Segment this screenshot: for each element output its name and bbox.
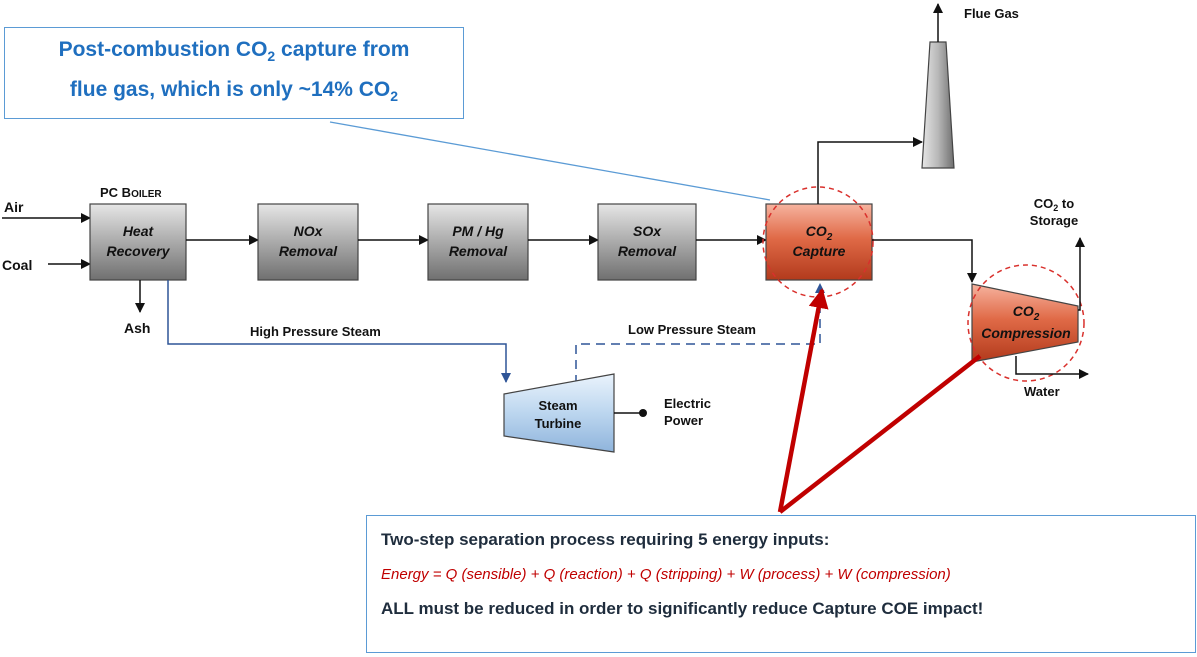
- air-label: Air: [4, 199, 24, 215]
- electric-power-terminal: [639, 409, 647, 417]
- nox-line2: Removal: [279, 243, 338, 259]
- pm-hg-removal-box: [427, 203, 529, 281]
- energy-equation: Energy = Q (sensible) + Q (reaction) + Q…: [381, 566, 951, 583]
- hp-steam-label: High Pressure Steam: [250, 324, 381, 339]
- electric-line2: Power: [664, 413, 703, 428]
- co2-compression-unit: [971, 283, 1079, 363]
- compression-highlight-circle: [967, 264, 1085, 382]
- water-label: Water: [1024, 384, 1060, 399]
- top-callout-line2: flue gas, which is only ~14% CO2: [69, 78, 399, 105]
- top-callout: Post-combustion CO2 capture from flue ga…: [4, 27, 464, 119]
- turbine-line1: Steam: [538, 398, 577, 413]
- flow-arrow-capture-stack: [817, 137, 923, 204]
- bottom-callout-title: Two-step separation process requiring 5 …: [381, 530, 830, 549]
- boiler-title: PC BOILER: [100, 185, 162, 200]
- pm-line1: PM / Hg: [452, 223, 504, 239]
- bottom-callout: Two-step separation process requiring 5 …: [366, 515, 1196, 653]
- compression-line2: Compression: [981, 325, 1070, 341]
- electric-line1: Electric: [664, 396, 711, 411]
- water-arrow: [1015, 356, 1089, 379]
- callout-pointer-line: [329, 121, 771, 201]
- turbine-line2: Turbine: [535, 416, 582, 431]
- steam-turbine: [503, 373, 615, 453]
- capture-line1: CO2: [806, 223, 833, 243]
- storage-arrow: [1075, 237, 1085, 311]
- flue-gas-stack: [921, 41, 955, 169]
- storage-line1: CO2 to: [1034, 196, 1074, 213]
- heat-recovery-line1: Heat: [123, 223, 155, 239]
- coal-label: Coal: [2, 257, 32, 273]
- sox-line2: Removal: [618, 243, 677, 259]
- high-pressure-steam-line: [167, 280, 511, 383]
- nox-removal-box: [257, 203, 359, 281]
- ash-label: Ash: [124, 320, 150, 336]
- top-callout-line1: Post-combustion CO2 capture from: [58, 37, 410, 64]
- co2-capture-box: [765, 203, 873, 281]
- bottom-callout-footer: ALL must be reduced in order to signific…: [381, 599, 984, 618]
- energy-line-to-compression: [778, 354, 982, 514]
- storage-line2: Storage: [1030, 213, 1078, 228]
- pm-line2: Removal: [449, 243, 508, 259]
- energy-arrow-to-capture: [777, 288, 829, 513]
- compression-line1: CO2: [1013, 303, 1040, 323]
- nox-line1: NOx: [294, 223, 324, 239]
- heat-recovery-line2: Recovery: [106, 243, 170, 259]
- capture-line2: Capture: [793, 243, 846, 259]
- sox-line1: SOx: [633, 223, 662, 239]
- heat-recovery-box: [89, 203, 187, 281]
- lp-steam-label: Low Pressure Steam: [628, 322, 756, 337]
- flue-gas-label: Flue Gas: [964, 6, 1019, 21]
- sox-removal-box: [597, 203, 697, 281]
- flow-arrow-capture-compression: [872, 239, 977, 283]
- capture-highlight-circle: [762, 186, 874, 298]
- low-pressure-steam-line: [575, 283, 825, 384]
